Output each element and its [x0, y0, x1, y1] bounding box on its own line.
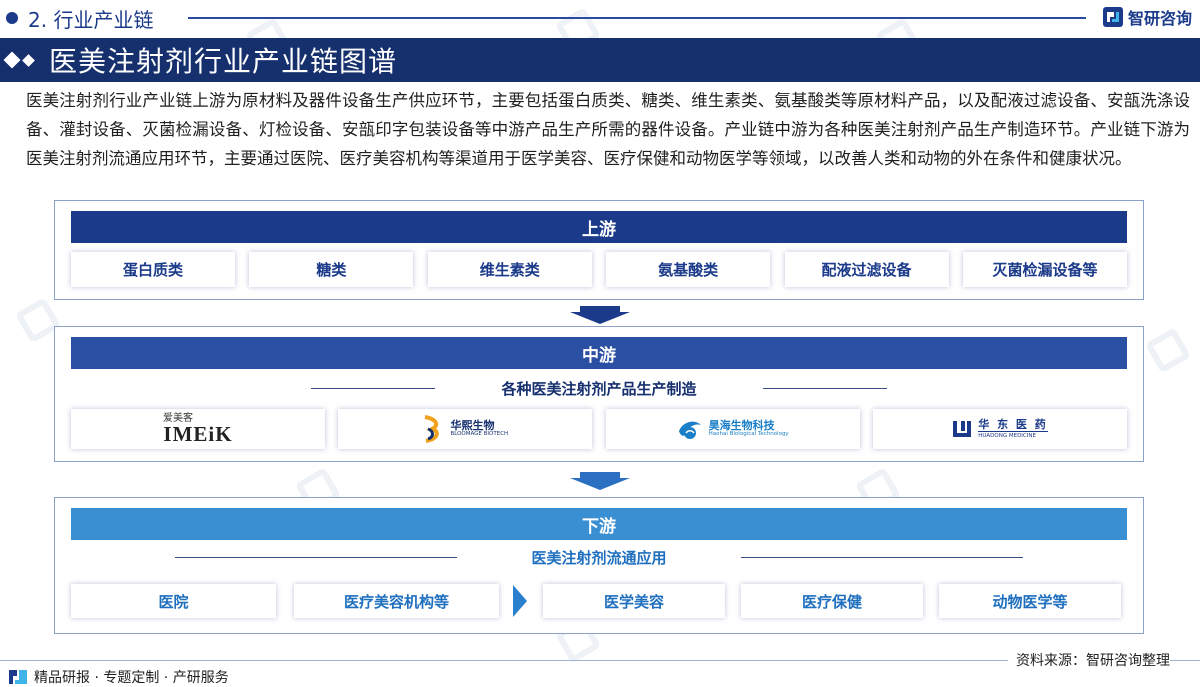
- footer-divider: [0, 660, 1200, 661]
- upstream-item: 维生素类: [427, 252, 592, 287]
- upstream-item: 灭菌检漏设备等: [962, 252, 1127, 287]
- downstream-channel: 医疗美容机构等: [294, 584, 499, 618]
- downstream-application: 医学美容: [543, 584, 725, 618]
- title-decoration: [3, 51, 39, 69]
- description-paragraph: 医美注射剂行业产业链上游为原材料及器件设备生产供应环节，主要包括蛋白质类、糖类、…: [26, 91, 1190, 168]
- midstream-sublabel: 各种医美注射剂产品生产制造: [501, 379, 697, 398]
- upstream-items: 蛋白质类 糖类 维生素类 氨基酸类 配液过滤设备 灭菌检漏设备等: [71, 252, 1127, 287]
- bullet-dot-icon: [6, 12, 18, 24]
- divider-line: [311, 387, 436, 389]
- title-band: 医美注射剂行业产业链图谱: [0, 38, 1200, 82]
- company-logo-bloomage: 华熙生物 BLOOMAGE BIOTECH: [338, 409, 593, 449]
- upstream-panel: 上游 蛋白质类 糖类 维生素类 氨基酸类 配液过滤设备 灭菌检漏设备等: [54, 200, 1144, 300]
- header-divider: [188, 17, 1086, 19]
- downstream-application: 医疗保健: [741, 584, 923, 618]
- arrow-right-icon: [513, 585, 527, 617]
- arrow-down-icon: [570, 312, 630, 324]
- midstream-companies: 爱美客 IMEiK 华熙生物 BLOOMAGE BIOTECH 昊海生物科技: [71, 409, 1127, 449]
- downstream-channel: 医院: [71, 584, 276, 618]
- midstream-sublabel-row: 各种医美注射剂产品生产制造: [55, 377, 1143, 399]
- downstream-header: 下游: [71, 508, 1127, 540]
- page-title: 医美注射剂行业产业链图谱: [49, 45, 398, 78]
- divider-line: [740, 556, 1023, 558]
- brand-mark-icon: [9, 670, 27, 684]
- top-header: 2. 行业产业链 智研咨询: [0, 0, 1200, 36]
- diamond-icon: [3, 51, 21, 69]
- section-label: 2. 行业产业链: [28, 8, 154, 32]
- divider-line: [762, 387, 887, 389]
- watermark: [1144, 322, 1196, 374]
- downstream-sublabel-row: 医美注射剂流通应用: [55, 546, 1143, 568]
- brand: 智研咨询: [1102, 5, 1192, 29]
- downstream-sublabel: 医美注射剂流通应用: [531, 548, 667, 567]
- upstream-item: 蛋白质类: [71, 252, 235, 287]
- huadong-logo-icon: [953, 421, 972, 437]
- midstream-header: 中游: [71, 337, 1127, 369]
- arrow-down-icon: [570, 478, 630, 490]
- upstream-header: 上游: [71, 211, 1127, 243]
- upstream-item: 氨基酸类: [606, 252, 771, 287]
- diamond-icon: [22, 53, 35, 67]
- company-logo-haohai: 昊海生物科技 Haohai Biological Technology: [605, 409, 860, 449]
- brand-logo-icon: [1102, 7, 1123, 27]
- downstream-panel: 下游 医美注射剂流通应用 医院 医疗美容机构等 医学美容 医疗保健 动物医学等: [54, 497, 1144, 634]
- downstream-application: 动物医学等: [939, 584, 1121, 618]
- upstream-item: 配液过滤设备: [784, 252, 949, 287]
- bloomage-logo-icon: [425, 415, 440, 443]
- source-note: 资料来源：智研咨询整理: [1008, 650, 1170, 670]
- upstream-item: 糖类: [249, 252, 414, 287]
- divider-line: [175, 556, 458, 558]
- haohai-logo-icon: [678, 421, 701, 439]
- company-logo-imeik: 爱美客 IMEiK: [71, 409, 325, 449]
- midstream-panel: 中游 各种医美注射剂产品生产制造 爱美客 IMEiK 华熙生物 BLOOMAGE…: [54, 326, 1144, 462]
- company-logo-huadong: 华 东 医 药 HUADONG MEDICINE: [872, 409, 1127, 449]
- footer-tagline: 精品研报 · 专题定制 · 产研服务: [8, 667, 229, 687]
- downstream-items: 医院 医疗美容机构等 医学美容 医疗保健 动物医学等: [71, 584, 1127, 618]
- brand-name: 智研咨询: [1127, 9, 1192, 28]
